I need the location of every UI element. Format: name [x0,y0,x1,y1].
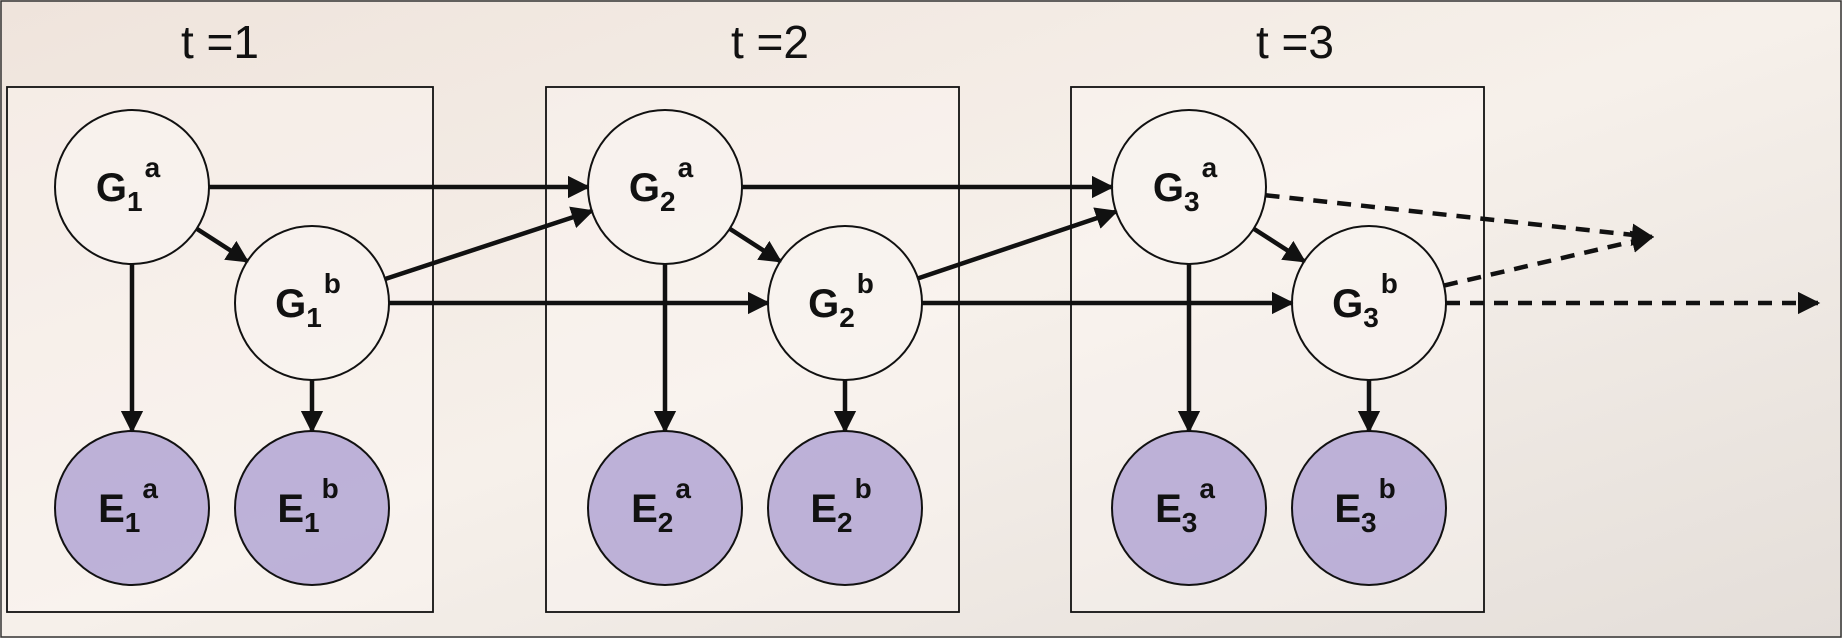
edge-G3a-to-next-a [1265,193,1655,247]
node-label: E1b [277,473,338,538]
hidden-node-circle [767,225,923,381]
node-G3b: G3b [1291,225,1447,381]
hidden-node-circle [234,225,390,381]
evidence-node-circle [1111,430,1267,586]
edge-G2b-to-G3a [917,207,1119,281]
node-label: G3a [1153,152,1218,217]
node-E3a: E3a [1111,430,1267,586]
evidence-node-circle [1291,430,1447,586]
node-label: E2b [810,473,871,538]
edge-G3b-to-next-a [1443,230,1655,288]
node-label: E3a [1155,473,1215,538]
hidden-node-circle [1291,225,1447,381]
node-G1a: G1a [54,109,210,265]
hidden-node-circle [1111,109,1267,265]
node-label: G3b [1332,268,1398,333]
time-slice-title: t =3 [1256,16,1334,68]
node-G3a: G3a [1111,109,1267,265]
edge-G1b-to-G2a [384,206,594,282]
evidence-node-circle [587,430,743,586]
node-label: E1a [98,473,158,538]
node-label: E2a [631,473,691,538]
node-label: G1b [275,268,341,333]
node-label: E3b [1334,473,1395,538]
node-E3b: E3b [1291,430,1447,586]
node-E1a: E1a [54,430,210,586]
node-E2b: E2b [767,430,923,586]
edge-G2a-to-G2b [728,226,783,264]
node-G2a: G2a [587,109,743,265]
node-E1b: E1b [234,430,390,586]
node-label: G2a [629,152,694,217]
evidence-node-circle [54,430,210,586]
edge-G1a-to-G1b [195,226,250,264]
node-G1b: G1b [234,225,390,381]
node-label: G2b [808,268,874,333]
node-E2a: E2a [587,430,743,586]
evidence-node-circle [234,430,390,586]
node-label: G1a [96,152,161,217]
time-slice-title: t =1 [181,16,259,68]
hidden-node-circle [587,109,743,265]
evidence-node-circle [767,430,923,586]
node-G2b: G2b [767,225,923,381]
time-slice-title: t =2 [731,16,809,68]
hidden-node-circle [54,109,210,265]
edge-G3a-to-G3b [1252,226,1307,264]
